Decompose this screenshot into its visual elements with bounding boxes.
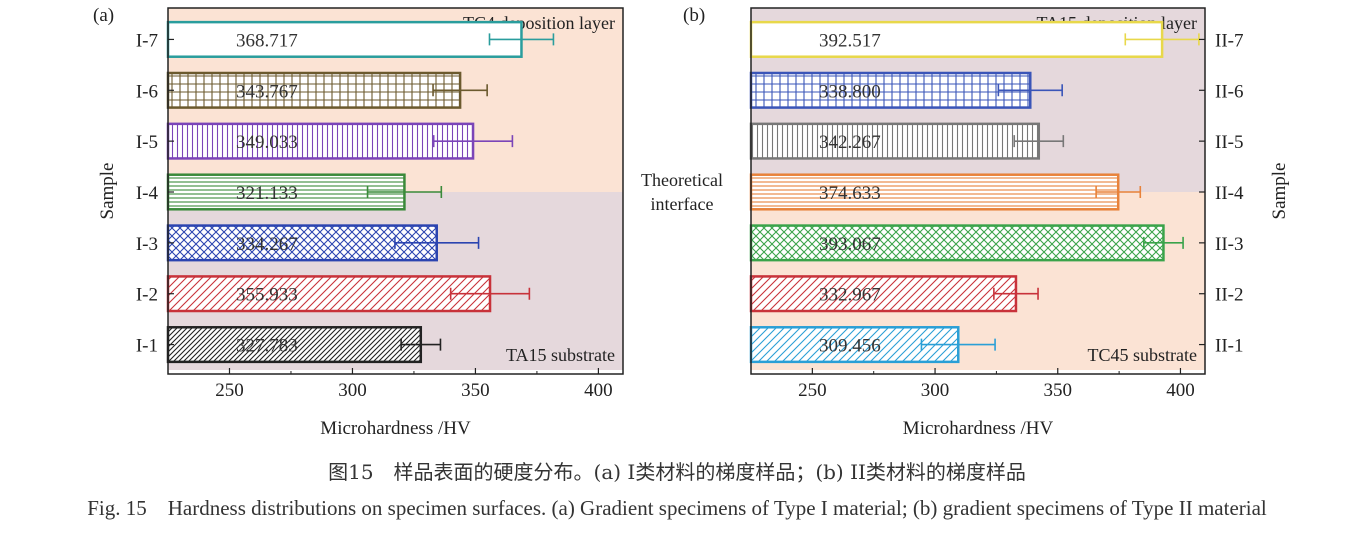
error-bar-I-4 — [366, 186, 443, 198]
bar-II-3 — [749, 224, 1165, 262]
error-bar-I-1 — [400, 338, 442, 351]
y-axis-label: Sample — [1269, 163, 1290, 220]
category-label-II-2: II-2 — [1215, 285, 1243, 306]
x-tick-label-400: 400 — [1166, 380, 1195, 401]
panel-label: (b) — [683, 5, 705, 26]
x-tick-label-300: 300 — [338, 380, 367, 401]
x-tick-label-300: 300 — [921, 380, 950, 401]
value-label-I-3: 334.267 — [236, 234, 298, 255]
category-label-I-3: I-3 — [136, 234, 158, 255]
error-bar-I-6 — [432, 84, 488, 97]
interface-label-line1: Theoretical — [641, 170, 723, 190]
value-label-II-7: 392.517 — [819, 30, 881, 51]
x-tick-label-350: 350 — [1044, 380, 1073, 401]
category-label-I-5: I-5 — [136, 132, 158, 153]
category-label-II-6: II-6 — [1215, 81, 1243, 102]
value-label-II-4: 374.633 — [819, 183, 881, 204]
value-label-I-7: 368.717 — [236, 30, 298, 51]
region-bottom-label: TC45 substrate — [1088, 345, 1198, 365]
category-label-I-4: I-4 — [136, 183, 159, 204]
x-axis-label: Microhardness /HV — [903, 418, 1054, 439]
bar-II-7 — [749, 20, 1164, 58]
value-label-I-1: 327.783 — [236, 336, 298, 357]
error-bar-II-5 — [1013, 135, 1065, 148]
category-label-I-1: I-1 — [136, 336, 158, 357]
value-label-II-3: 393.067 — [819, 234, 881, 255]
category-label-II-1: II-1 — [1215, 336, 1243, 357]
x-tick-label-350: 350 — [461, 380, 490, 401]
interface-label-line2: interface — [651, 194, 714, 214]
bar-II-5 — [749, 122, 1041, 160]
category-label-I-6: I-6 — [136, 81, 158, 102]
error-bar-II-7 — [1124, 33, 1200, 46]
y-axis-label: Sample — [97, 163, 118, 220]
bar-II-2 — [749, 275, 1018, 313]
x-axis-label: Microhardness /HV — [320, 418, 471, 439]
value-label-II-6: 338.800 — [819, 81, 881, 102]
error-bar-I-2 — [449, 287, 531, 300]
category-label-II-3: II-3 — [1215, 234, 1243, 255]
value-label-II-1: 309.456 — [819, 336, 881, 357]
bar-II-4 — [749, 173, 1120, 211]
bar-I-6 — [166, 71, 462, 109]
category-label-I-2: I-2 — [136, 285, 158, 306]
error-bar-I-3 — [394, 236, 480, 249]
x-tick-label-250: 250 — [798, 380, 827, 401]
x-tick-label-400: 400 — [584, 380, 613, 401]
region-bottom-label: TA15 substrate — [506, 345, 615, 365]
plot-frame — [167, 7, 624, 375]
category-label-II-4: II-4 — [1215, 183, 1244, 204]
value-label-I-6: 343.767 — [236, 81, 298, 102]
error-bar-I-7 — [488, 33, 555, 46]
panel-label: (a) — [93, 5, 114, 26]
bar-I-5 — [166, 122, 475, 160]
category-label-II-7: II-7 — [1215, 30, 1243, 51]
error-bar-II-1 — [920, 338, 996, 351]
x-tick-label-250: 250 — [215, 380, 244, 401]
error-bar-II-2 — [993, 287, 1039, 300]
error-bar-II-3 — [1143, 236, 1184, 249]
value-label-II-5: 342.267 — [819, 132, 881, 153]
bar-I-4 — [166, 173, 406, 211]
plot-frame — [750, 7, 1206, 375]
figure-caption-english: Fig. 15 Hardness distributions on specim… — [87, 496, 1267, 520]
bar-I-7 — [166, 20, 523, 58]
value-label-I-2: 355.933 — [236, 285, 298, 306]
category-label-II-5: II-5 — [1215, 132, 1243, 153]
error-bar-II-4 — [1095, 186, 1142, 198]
bar-I-2 — [166, 275, 492, 313]
value-label-II-2: 332.967 — [819, 285, 881, 306]
value-label-I-4: 321.133 — [236, 183, 298, 204]
error-bar-I-5 — [432, 135, 514, 148]
value-label-I-5: 349.033 — [236, 132, 298, 153]
figure-caption-chinese: 图15 样品表面的硬度分布。(a) I类材料的梯度样品；(b) II类材料的梯度… — [328, 460, 1026, 484]
error-bar-II-6 — [997, 84, 1063, 97]
category-label-I-7: I-7 — [136, 30, 158, 51]
bar-II-6 — [749, 71, 1032, 109]
